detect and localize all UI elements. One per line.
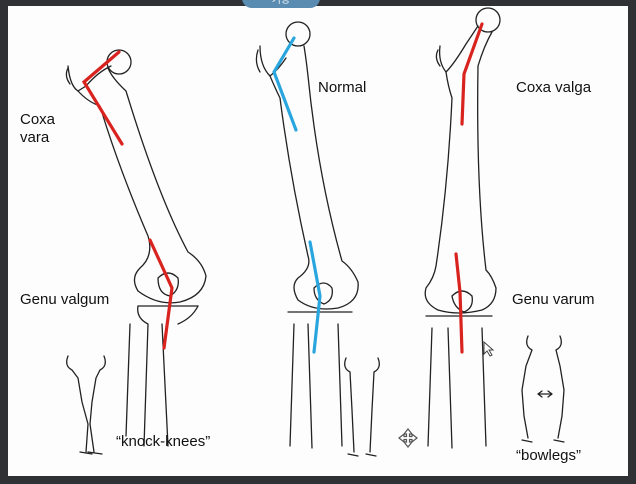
label-genu-valgum: Genu valgum — [20, 291, 110, 308]
femur-middle — [255, 21, 359, 310]
diagram-canvas: Coxa vara Normal Coxa valga Genu valgum … — [8, 6, 628, 476]
mouse-pointer-icon — [483, 340, 495, 357]
label-knock-knees: “knock-knees” — [116, 433, 211, 450]
genu-varum-axis — [454, 252, 464, 354]
coxa-vara-axis — [81, 50, 124, 146]
label-coxa-valga: Coxa valga — [516, 79, 592, 96]
tibia-middle — [287, 311, 353, 449]
bowlegs-legs — [521, 335, 565, 443]
label-genu-varum: Genu varum — [512, 291, 595, 308]
bone-illustration — [65, 7, 565, 457]
label-bowlegs: “bowlegs” — [516, 447, 582, 464]
normal-neck-axis — [272, 36, 298, 132]
normal-legs — [344, 357, 380, 457]
femur-right — [424, 7, 501, 314]
genu-valgum-axis — [148, 238, 174, 350]
label-coxa-vara-line2: vara — [20, 129, 50, 146]
normal-knee-axis — [308, 240, 322, 354]
femur-left — [65, 49, 207, 304]
label-coxa-vara-line1: Coxa — [20, 111, 56, 128]
knock-knees-legs — [66, 355, 106, 455]
tibia-left — [125, 305, 199, 447]
tibia-right — [425, 315, 493, 449]
label-normal: Normal — [318, 79, 367, 96]
move-cursor-icon — [398, 428, 418, 448]
coxa-valga-axis — [460, 22, 484, 126]
top-tab[interactable]: 기능 — [242, 0, 320, 8]
